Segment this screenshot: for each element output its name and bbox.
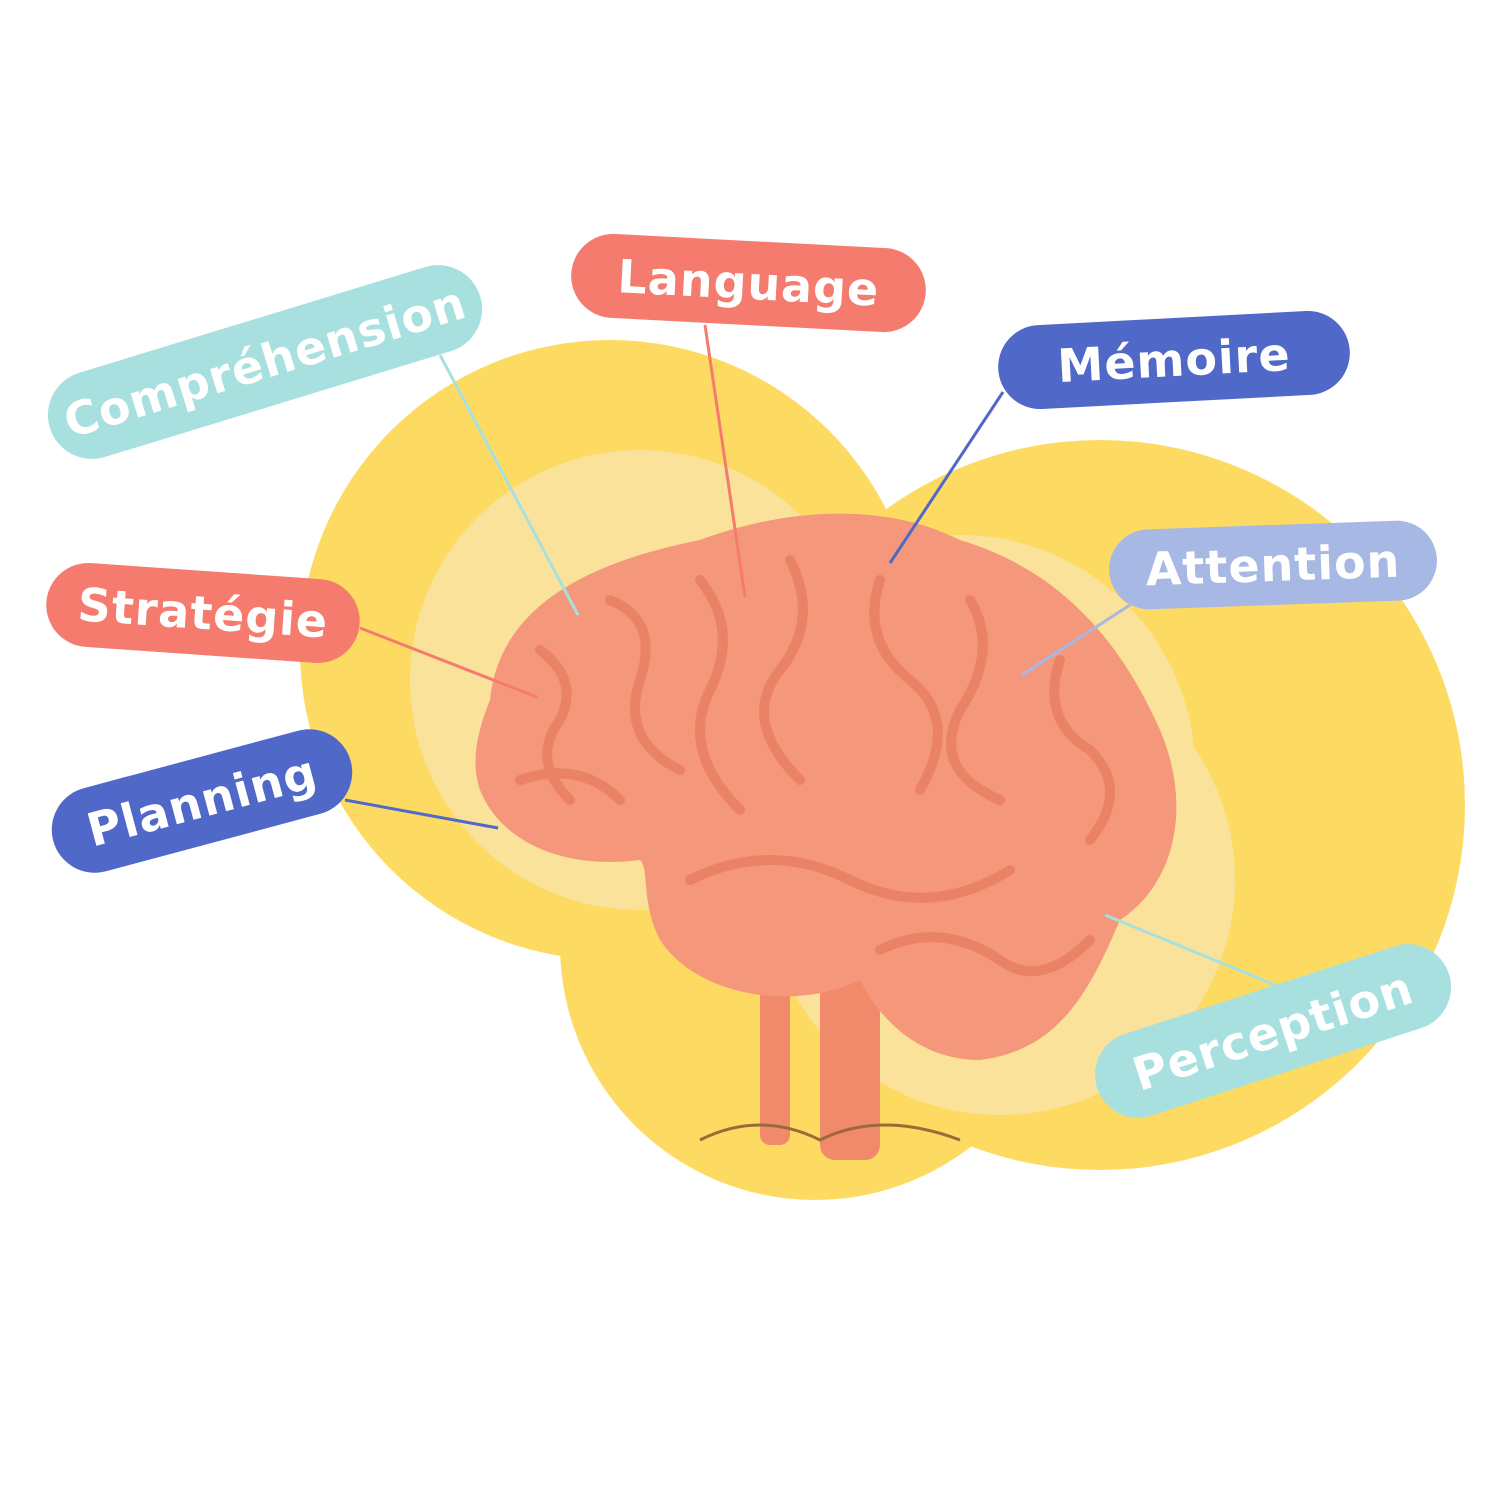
label-attention: Attention <box>1107 519 1439 611</box>
brain <box>475 513 1177 1160</box>
line-memoire <box>888 391 1005 564</box>
line-comprehension <box>438 354 580 616</box>
line-attention <box>1021 603 1131 677</box>
line-language <box>703 324 747 598</box>
line-strategie <box>359 626 538 699</box>
line-perception <box>1104 913 1276 987</box>
line-planning <box>344 798 499 830</box>
brain-folds <box>515 555 1115 977</box>
connector-lines <box>344 324 1276 987</box>
